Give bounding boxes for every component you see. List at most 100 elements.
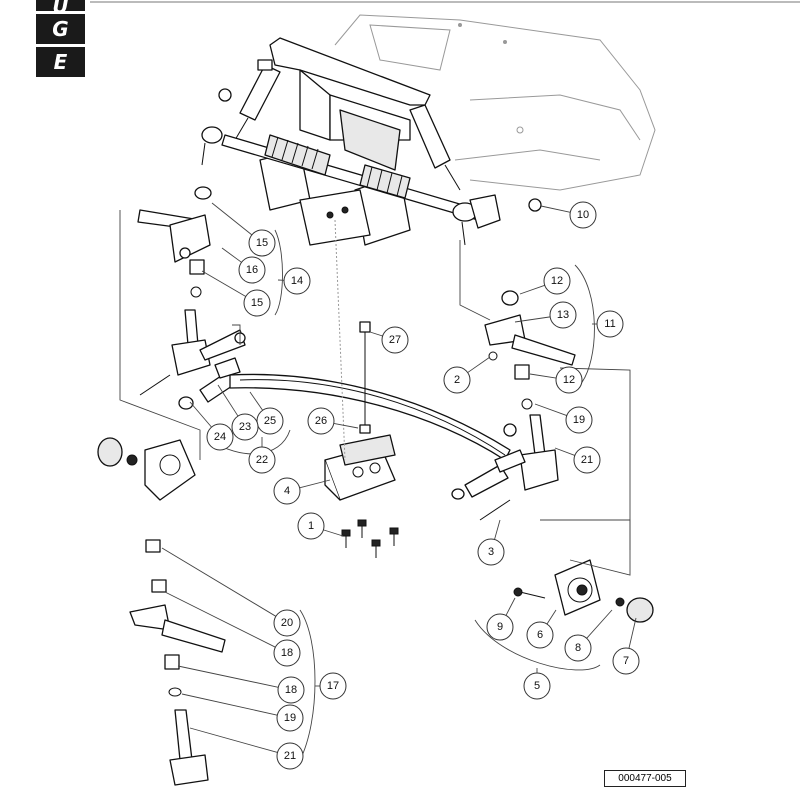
callout-7: 7 <box>612 617 640 675</box>
tab-letter-e[interactable]: E <box>36 47 85 77</box>
callout-leader-line <box>540 205 571 213</box>
left-spindle-assembly <box>137 186 246 396</box>
callout-label: 3 <box>488 546 494 558</box>
mounting-bolts <box>341 519 399 558</box>
section-tabs: U G E <box>36 0 85 80</box>
callout-circle <box>273 639 301 667</box>
callout-11: 11 <box>592 310 624 338</box>
callout-circle <box>276 742 304 770</box>
callout-label: 18 <box>281 647 293 659</box>
callout-label: 26 <box>315 415 327 427</box>
callout-leader-line <box>554 447 575 456</box>
right-spindle-assembly <box>451 290 576 521</box>
callout-circle <box>248 446 276 474</box>
tab-letter-u[interactable]: U <box>36 0 85 11</box>
callout-circle <box>277 676 305 704</box>
callout-circle <box>283 267 311 295</box>
callout-label: 14 <box>291 275 303 287</box>
callout-16: 16 <box>221 247 266 284</box>
callout-label: 8 <box>575 642 581 654</box>
callout-leader-line <box>628 617 637 649</box>
callout-circle <box>319 672 347 700</box>
callout-leader-line <box>529 373 557 379</box>
callout-18: 18 <box>164 591 301 667</box>
callout-leader-line <box>161 547 277 617</box>
callout-22: 22 <box>248 437 276 474</box>
callout-27: 27 <box>369 326 409 354</box>
callout-10: 10 <box>540 201 597 229</box>
vehicle-frame <box>334 14 656 191</box>
center-mount-plate <box>324 219 396 501</box>
callout-leader-line <box>494 519 501 540</box>
callout-17: 17 <box>315 672 347 700</box>
callout-label: 15 <box>251 297 263 309</box>
steering-rack <box>201 88 542 246</box>
callout-leader-line <box>333 422 359 429</box>
callout-label: 21 <box>284 750 296 762</box>
callout-leader-line <box>189 401 212 428</box>
callout-label: 1 <box>308 520 314 532</box>
callout-leader-line <box>519 284 545 295</box>
callout-5: 5 <box>523 668 551 700</box>
figure-id-label: 000477-005 <box>604 770 686 787</box>
callout-1: 1 <box>297 512 344 540</box>
callout-label: 4 <box>284 485 290 497</box>
callout-15: 15 <box>201 270 271 317</box>
callout-label: 19 <box>573 414 585 426</box>
callout-label: 27 <box>389 334 401 346</box>
callout-leader-line <box>181 693 278 716</box>
cross-member <box>259 37 431 246</box>
callout-leader-line <box>534 403 567 416</box>
tab-letter-g[interactable]: G <box>36 14 85 44</box>
callout-circle <box>381 326 409 354</box>
callout-circle <box>596 310 624 338</box>
callout-circle <box>486 613 514 641</box>
lower-spindle-assembly <box>129 539 226 786</box>
callout-13: 13 <box>514 301 577 329</box>
callout-label: 15 <box>256 237 268 249</box>
callout-leader-line <box>217 384 239 417</box>
callout-circle <box>206 423 234 451</box>
callout-label: 17 <box>327 680 339 692</box>
callout-24: 24 <box>189 401 234 451</box>
callout-3: 3 <box>477 519 505 566</box>
callout-label: 22 <box>256 454 268 466</box>
callout-label: 23 <box>239 421 251 433</box>
callout-label: 25 <box>264 415 276 427</box>
callout-circle <box>248 229 276 257</box>
callout-6: 6 <box>526 609 557 649</box>
callout-leader-line <box>221 247 242 263</box>
callout-circle <box>526 621 554 649</box>
callout-leader-line <box>467 356 491 373</box>
callout-label: 7 <box>623 655 629 667</box>
callout-circle <box>307 407 335 435</box>
callout-leader-line <box>211 202 253 236</box>
callout-19: 19 <box>534 403 593 434</box>
callout-leader-line <box>514 316 551 323</box>
callout-circle <box>443 366 471 394</box>
callout-21: 21 <box>554 446 601 474</box>
callout-circle <box>273 609 301 637</box>
callout-label: 13 <box>557 309 569 321</box>
left-hub <box>97 437 196 501</box>
callout-label: 5 <box>534 680 540 692</box>
callout-circle <box>238 256 266 284</box>
callout-leader-line <box>323 529 344 537</box>
callout-20: 20 <box>161 547 301 637</box>
callout-label: 12 <box>563 374 575 386</box>
callout-2: 2 <box>443 356 491 394</box>
callout-leader-line <box>299 479 331 489</box>
callout-leader-line <box>546 609 557 625</box>
callout-leader-line <box>505 597 516 616</box>
callout-21: 21 <box>189 727 304 770</box>
callout-23: 23 <box>217 384 259 441</box>
callout-leader-line <box>201 270 246 297</box>
callout-9: 9 <box>486 597 516 641</box>
callout-label: 12 <box>551 275 563 287</box>
shock-absorbers <box>234 59 461 191</box>
callout-leader-line <box>249 391 263 411</box>
callout-circle <box>549 301 577 329</box>
callout-circle <box>297 512 325 540</box>
callout-circle <box>565 406 593 434</box>
